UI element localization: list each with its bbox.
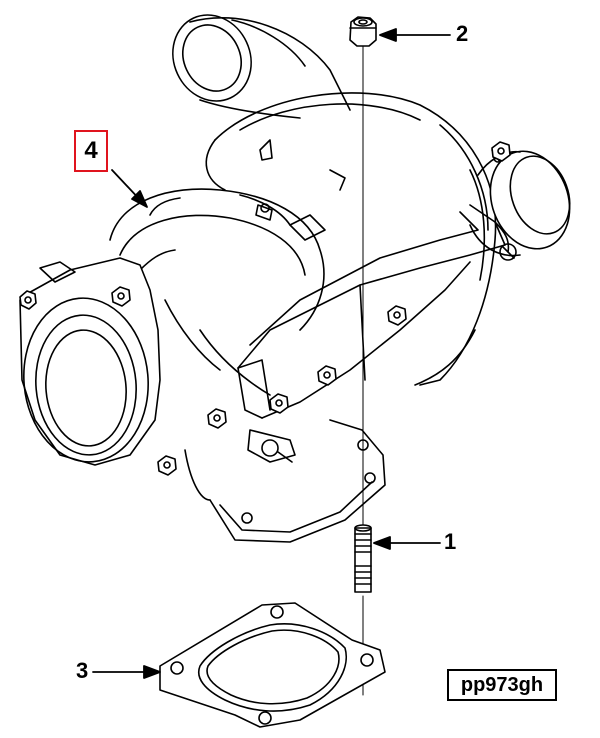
wastegate-actuator [469, 149, 571, 257]
compressor-inlet-pipe [172, 14, 351, 119]
housing-bolts [19, 141, 511, 476]
turbine-outlet-flange [19, 257, 161, 466]
turbine-inlet-flange [184, 419, 386, 543]
callout-part-1: 1 [444, 529, 457, 554]
bolt-icon [19, 290, 37, 310]
bolt-icon [269, 393, 289, 414]
bolt-icon [317, 365, 337, 386]
callout-leaders [92, 28, 451, 679]
arrowhead-icon [143, 665, 161, 679]
arrowhead-icon [131, 190, 148, 208]
turbine-housing [109, 188, 326, 396]
bolt-icon [111, 286, 131, 307]
arrowhead-icon [379, 28, 397, 42]
callout-part-4-highlighted: 4 [74, 130, 108, 172]
compressor-housing [205, 92, 497, 386]
bolt-icon [157, 455, 177, 476]
bolt-icon [387, 305, 407, 326]
arrowhead-icon [373, 536, 391, 550]
actuator-bracket [237, 204, 517, 419]
nut-part [349, 16, 377, 47]
callout-part-2: 2 [456, 21, 469, 46]
bolt-icon [491, 141, 511, 162]
wastegate-lever [247, 429, 296, 463]
stud-part [354, 524, 372, 593]
gasket-part [159, 602, 386, 728]
callout-part-3: 3 [76, 658, 89, 683]
bolt-icon [207, 408, 227, 429]
figure-code-label: pp973gh [447, 669, 557, 701]
